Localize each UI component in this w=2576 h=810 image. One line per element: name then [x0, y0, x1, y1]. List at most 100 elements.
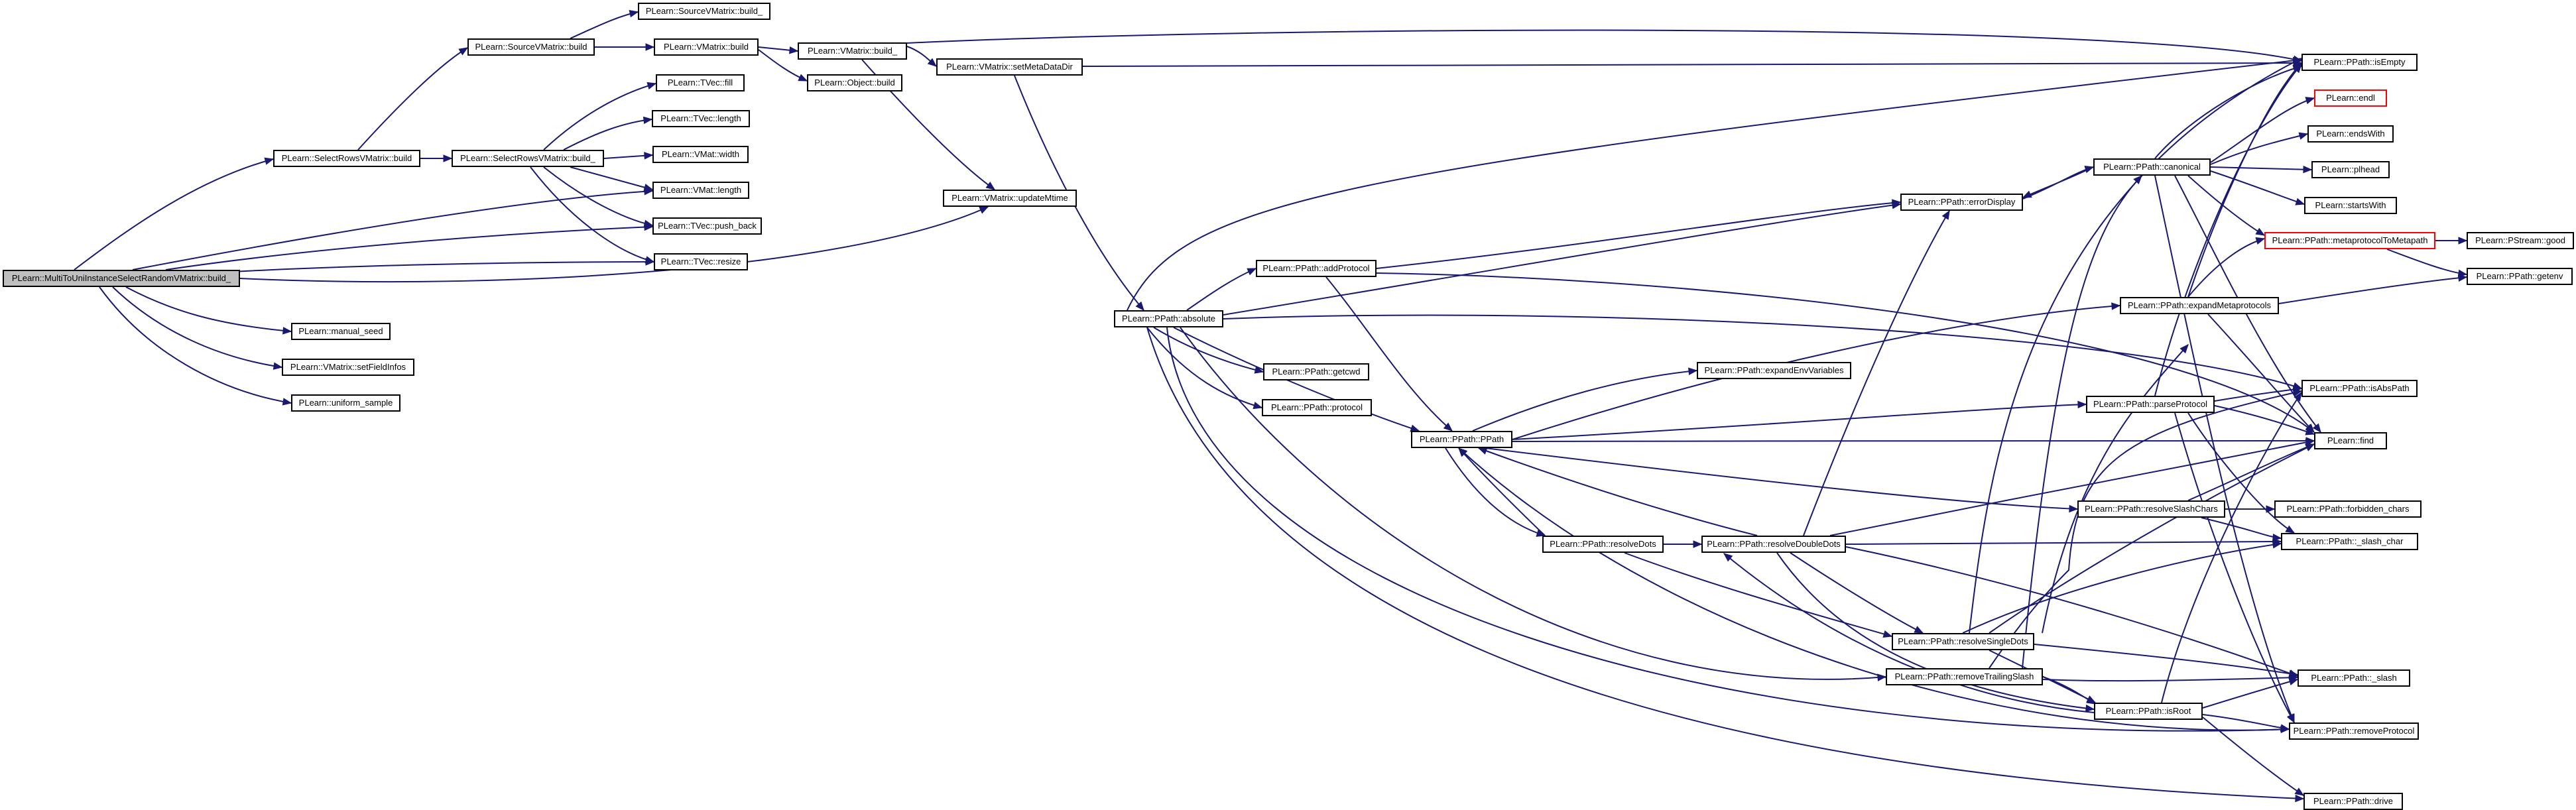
node-ppath-getcwd[interactable]: PLearn::PPath::getcwd — [1263, 363, 1369, 380]
call-edge — [2202, 717, 2304, 796]
node-vmatrix-updatemtime[interactable]: PLearn::VMatrix::updateMtime — [943, 190, 1077, 207]
call-edge-arrowhead — [1458, 447, 1468, 457]
call-edge-arrowhead — [1693, 540, 1703, 548]
call-edge-arrowhead — [643, 116, 653, 125]
call-edge — [2207, 314, 2315, 433]
call-edge — [2202, 679, 2298, 709]
node-manual-seed[interactable]: PLearn::manual_seed — [291, 323, 391, 340]
node-ppath-getenv[interactable]: PLearn::PPath::getenv — [2467, 268, 2573, 285]
node-vmatrix-build-underscore[interactable]: PLearn::VMatrix::build_ — [798, 42, 907, 60]
call-edge-arrowhead — [282, 327, 292, 335]
call-edge — [1445, 447, 1546, 536]
node-find[interactable]: PLearn::find — [2314, 432, 2387, 449]
call-edge — [1472, 370, 1697, 432]
call-edge-arrowhead — [1443, 422, 1453, 432]
call-edge-arrowhead — [985, 182, 996, 190]
call-edge — [1186, 268, 1257, 311]
node-ppath-protocol[interactable]: PLearn::PPath::protocol — [1262, 399, 1372, 416]
call-edge-arrowhead — [282, 398, 292, 406]
node-ppath-slash[interactable]: PLearn::PPath::_slash — [2298, 669, 2410, 687]
node-startswith[interactable]: PLearn::startsWith — [2304, 197, 2397, 214]
call-edge — [2187, 238, 2265, 298]
node-ppath-ppath[interactable]: PLearn::PPath::PPath — [1411, 431, 1512, 448]
call-graph-edges — [74, 11, 2467, 799]
call-edge-arrowhead — [264, 157, 275, 165]
call-edge-arrowhead — [1914, 626, 1924, 634]
node-tvec-push-back[interactable]: PLearn::TVec::push_back — [652, 217, 762, 235]
call-edge-arrowhead — [1687, 367, 1698, 375]
call-edge — [1127, 59, 2302, 311]
node-ppath-errordisplay[interactable]: PLearn::PPath::errorDisplay — [1900, 194, 2023, 211]
node-sourcevmatrix-build-underscore[interactable]: PLearn::SourceVMatrix::build_ — [638, 3, 770, 20]
node-ppath-drive[interactable]: PLearn::PPath::drive — [2303, 793, 2403, 810]
node-ppath-forbidden-chars[interactable]: PLearn::PPath::forbidden_chars — [2274, 500, 2422, 518]
node-ppath-isempty[interactable]: PLearn::PPath::isEmpty — [2301, 54, 2418, 71]
node-ppath-isabspath[interactable]: PLearn::PPath::isAbsPath — [2301, 380, 2418, 397]
node-tvec-length[interactable]: PLearn::TVec::length — [652, 110, 750, 127]
call-edge — [1624, 552, 1892, 637]
node-ppath-slash-char[interactable]: PLearn::PPath::_slash_char — [2281, 533, 2418, 550]
call-edge — [2210, 97, 2315, 163]
call-edge — [2174, 412, 2295, 723]
node-object-build[interactable]: PLearn::Object::build — [807, 74, 902, 91]
node-selectrows-build-underscore[interactable]: PLearn::SelectRowsVMatrix::build_ — [452, 150, 604, 167]
node-ppath-canonical[interactable]: PLearn::PPath::canonical — [2093, 158, 2211, 176]
node-ppath-parseprotocol[interactable]: PLearn::PPath::parseProtocol — [2086, 396, 2215, 413]
node-ppath-metaprotocoltometapath[interactable]: PLearn::PPath::metaprotocolToMetapath — [2264, 232, 2435, 249]
node-ppath-removeprotocol[interactable]: PLearn::PPath::removeProtocol — [2289, 723, 2419, 740]
call-edge-arrowhead — [2457, 274, 2468, 282]
node-ppath-expandenvvariables[interactable]: PLearn::PPath::expandEnvVariables — [1697, 362, 1851, 379]
call-edge-arrowhead — [2077, 400, 2087, 409]
node-ppath-resolvesingledots[interactable]: PLearn::PPath::resolveSingleDots — [1892, 633, 2034, 650]
call-edge — [2042, 344, 2189, 634]
node-ppath-expandmetaprotocols[interactable]: PLearn::PPath::expandMetaprotocols — [2120, 297, 2279, 314]
call-edge — [2214, 405, 2315, 435]
call-edge-arrowhead — [2084, 166, 2095, 174]
node-sourcevmatrix-build[interactable]: PLearn::SourceVMatrix::build — [467, 38, 595, 56]
node-ppath-absolute[interactable]: PLearn::PPath::absolute — [1114, 310, 1223, 327]
call-edge-arrowhead — [2458, 237, 2468, 245]
call-edge-arrowhead — [2294, 391, 2302, 402]
node-tvec-resize[interactable]: PLearn::TVec::resize — [654, 253, 748, 270]
call-edge — [2210, 166, 2312, 170]
node-ppath-resolvedoubledots[interactable]: PLearn::PPath::resolveDoubleDots — [1701, 536, 1846, 553]
call-edge-arrowhead — [644, 223, 654, 231]
node-vmatrix-setfieldinfos[interactable]: PLearn::VMatrix::setFieldInfos — [282, 359, 414, 376]
node-vmat-length[interactable]: PLearn::VMat::length — [652, 182, 749, 199]
node-vmat-width[interactable]: PLearn::VMat::width — [652, 146, 749, 163]
call-edge-arrowhead — [798, 74, 808, 82]
node-selectrows-build[interactable]: PLearn::SelectRowsVMatrix::build — [273, 150, 420, 167]
call-edge — [1845, 541, 2282, 545]
node-endswith[interactable]: PLearn::endsWith — [2307, 125, 2394, 143]
node-vmatrix-build[interactable]: PLearn::VMatrix::build — [654, 38, 759, 56]
call-edge — [1989, 443, 2315, 634]
call-edge-arrowhead — [1477, 447, 1488, 455]
call-edge-arrowhead — [2085, 704, 2095, 713]
call-edge — [2386, 249, 2467, 275]
call-edge-arrowhead — [927, 58, 937, 67]
call-edge — [1082, 62, 2302, 67]
node-ppath-addprotocol[interactable]: PLearn::PPath::addProtocol — [1256, 260, 1377, 277]
call-edge — [74, 158, 274, 270]
call-edge — [906, 29, 2302, 62]
node-vmatrix-setmetadatadir[interactable]: PLearn::VMatrix::setMetaDataDir — [936, 58, 1083, 76]
node-uniform-sample[interactable]: PLearn::uniform_sample — [291, 394, 400, 412]
call-edge — [2187, 62, 2302, 298]
node-tvec-fill[interactable]: PLearn::TVec::fill — [656, 74, 745, 91]
call-edge — [2161, 392, 2302, 703]
node-ppath-removetrailingslash[interactable]: PLearn::PPath::removeTrailingSlash — [1886, 668, 2043, 685]
node-ppath-resolveslashchars[interactable]: PLearn::PPath::resolveSlashChars — [2077, 500, 2225, 518]
node-plhead[interactable]: PLearn::plhead — [2311, 161, 2390, 178]
call-edge-arrowhead — [2292, 58, 2303, 66]
node-pstream-good[interactable]: PLearn::PStream::good — [2467, 232, 2574, 249]
node-ppath-isroot[interactable]: PLearn::PPath::isRoot — [2094, 703, 2203, 720]
call-edge — [112, 286, 282, 368]
call-edge — [563, 119, 652, 150]
node-ppath-resolvedots[interactable]: PLearn::PPath::resolveDots — [1542, 536, 1664, 553]
call-edge-arrowhead — [1891, 201, 1902, 209]
node-endl[interactable]: PLearn::endl — [2314, 89, 2387, 107]
call-graph-arrowheads — [264, 10, 2468, 803]
call-edge-arrowhead — [645, 258, 655, 266]
call-edge-arrowhead — [979, 206, 989, 214]
call-edge-arrowhead — [2272, 534, 2282, 542]
